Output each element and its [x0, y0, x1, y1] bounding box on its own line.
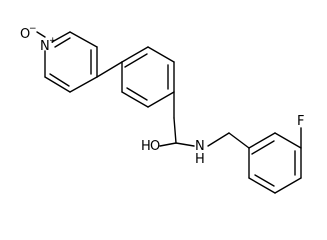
charge-o-oxide: − [29, 24, 37, 34]
bond-fph-1 [248, 132, 276, 149]
bond-fph-5b [254, 174, 275, 187]
bond-benz-1b [124, 53, 148, 68]
atom-labels: O − N + H O N H F [20, 24, 304, 167]
bond-benz-4 [147, 91, 175, 108]
atom-o-carbonyl: O [150, 139, 160, 154]
bond-pyr-5 [44, 76, 71, 93]
bond-fph-5 [248, 177, 276, 194]
atom-h-amide: H [195, 152, 205, 167]
charge-n-pyridine: + [49, 36, 57, 46]
bond-pyr-4 [69, 76, 98, 93]
bond-benz-5b [126, 87, 148, 101]
atom-o-oxide: O [20, 27, 30, 42]
atom-n-pyridine: N [40, 39, 50, 54]
bond-fph-2 [274, 132, 302, 149]
bond-ch2-ar [228, 132, 250, 149]
bond-c-co [173, 117, 177, 144]
bond-benz-5 [121, 91, 149, 108]
bond-biaryl [96, 61, 123, 78]
bond-pyr-2 [69, 31, 98, 48]
atom-n-amide: N [195, 139, 205, 154]
bond-pyr-5b [49, 73, 70, 87]
bond-fph-1b [251, 140, 275, 155]
bond-benz-2 [147, 46, 175, 63]
bond-c-n [175, 142, 195, 147]
bond-pyr-1b [54, 37, 71, 48]
bonds [36, 31, 302, 194]
atom-f: F [297, 114, 304, 129]
bond-fph-4 [274, 177, 302, 194]
bond-n-o [36, 31, 46, 38]
atom-h-carbonyl: H [141, 139, 151, 154]
chemical-structure: O − N + H O N H F [20, 24, 304, 194]
bond-pyr-1 [51, 31, 71, 43]
bond-co-o [159, 142, 177, 147]
bond-n-ch2 [207, 132, 230, 147]
bond-benz-1 [121, 46, 149, 63]
